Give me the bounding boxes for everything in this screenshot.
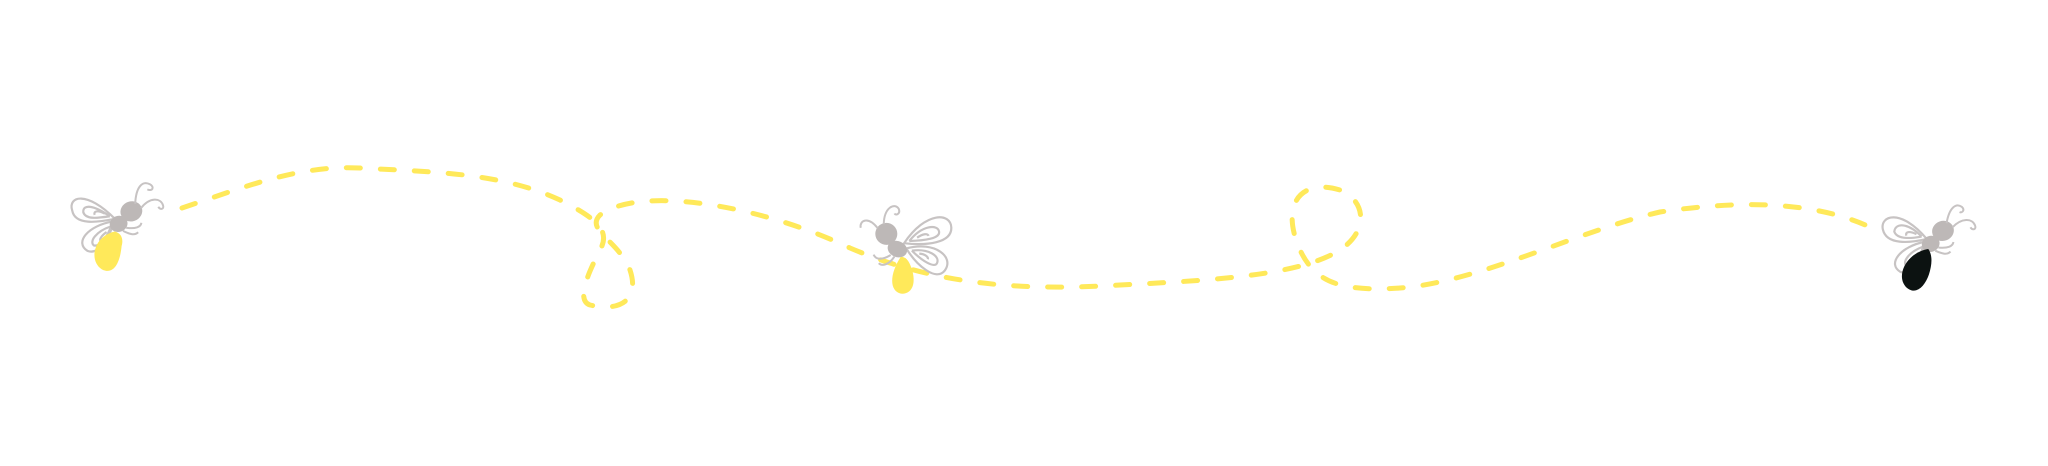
firefly-legs	[872, 254, 896, 266]
firefly-glow-abdomen	[94, 231, 123, 271]
firefly-antennae	[1945, 204, 1977, 231]
firefly-head	[1932, 220, 1954, 242]
firefly-head	[120, 201, 143, 222]
firefly-thorax	[887, 240, 908, 258]
firefly-glow-abdomen	[892, 256, 914, 294]
firefly-thorax	[1921, 235, 1940, 253]
firefly-antennae	[134, 182, 165, 210]
firefly-icon	[859, 205, 953, 294]
firefly-wing-right	[902, 216, 953, 276]
firefly-icon	[1881, 204, 1977, 291]
firefly-thorax	[109, 215, 128, 233]
firefly-antennae	[859, 205, 901, 229]
firefly-legs	[122, 222, 143, 236]
firefly-legs	[1934, 241, 1955, 255]
flight-trail-dashed-path	[179, 165, 1883, 310]
firefly-icon	[70, 182, 165, 271]
firefly-dark-abdomen	[1901, 249, 1932, 291]
firefly-head	[875, 222, 898, 245]
